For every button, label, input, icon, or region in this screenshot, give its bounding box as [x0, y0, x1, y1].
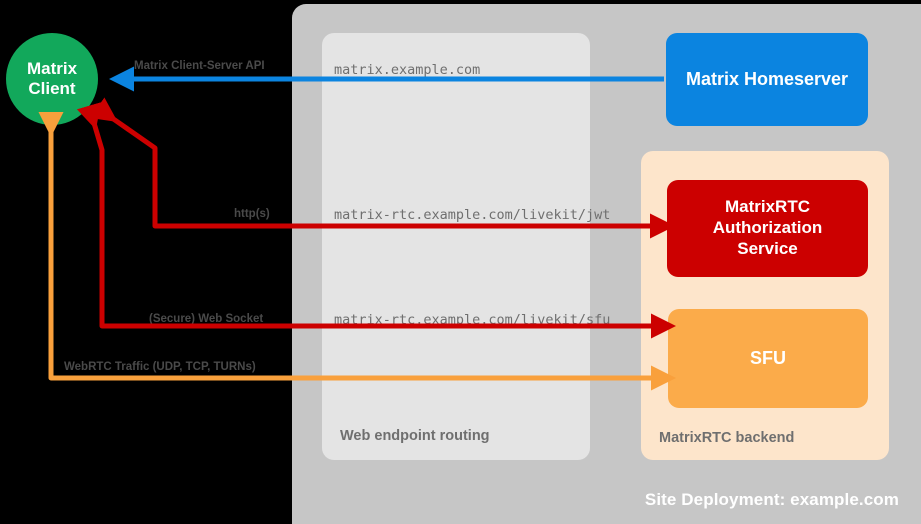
node-matrix-client-line-1: Matrix	[26, 58, 78, 78]
group-matrixrtc-backend-label: MatrixRTC backend	[659, 430, 795, 446]
endpoint-matrix-domain: matrix.example.com	[334, 62, 481, 78]
node-matrix-homeserver-label: Matrix Homeserver	[685, 68, 849, 89]
flow-label-webrtc-traffic: WebRTC Traffic (UDP, TCP, TURNs)	[64, 361, 256, 373]
group-web-endpoint-routing: Web endpoint routing	[322, 33, 590, 460]
node-matrix-client: Matrix Client	[6, 33, 98, 125]
endpoint-livekit-jwt: matrix-rtc.example.com/livekit/jwt	[334, 207, 611, 223]
flow-label-https: http(s)	[234, 208, 270, 220]
node-auth-line-3: Service	[737, 238, 798, 258]
node-matrixrtc-authorization-service: MatrixRTC Authorization Service	[667, 180, 868, 277]
group-web-endpoint-routing-label: Web endpoint routing	[340, 428, 490, 444]
node-auth-line-1: MatrixRTC	[724, 197, 810, 217]
site-deployment-label: Site Deployment: example.com	[644, 490, 899, 509]
node-matrix-homeserver: Matrix Homeserver	[666, 33, 868, 126]
node-matrix-client-line-2: Client	[28, 79, 76, 98]
flow-label-secure-web-socket: (Secure) Web Socket	[149, 313, 264, 325]
endpoint-livekit-sfu: matrix-rtc.example.com/livekit/sfu	[334, 312, 611, 328]
node-sfu: SFU	[668, 309, 868, 408]
node-auth-line-2: Authorization	[712, 218, 823, 238]
flow-label-matrix-client-server-api: Matrix Client-Server API	[134, 60, 265, 72]
node-sfu-label: SFU	[750, 347, 786, 368]
